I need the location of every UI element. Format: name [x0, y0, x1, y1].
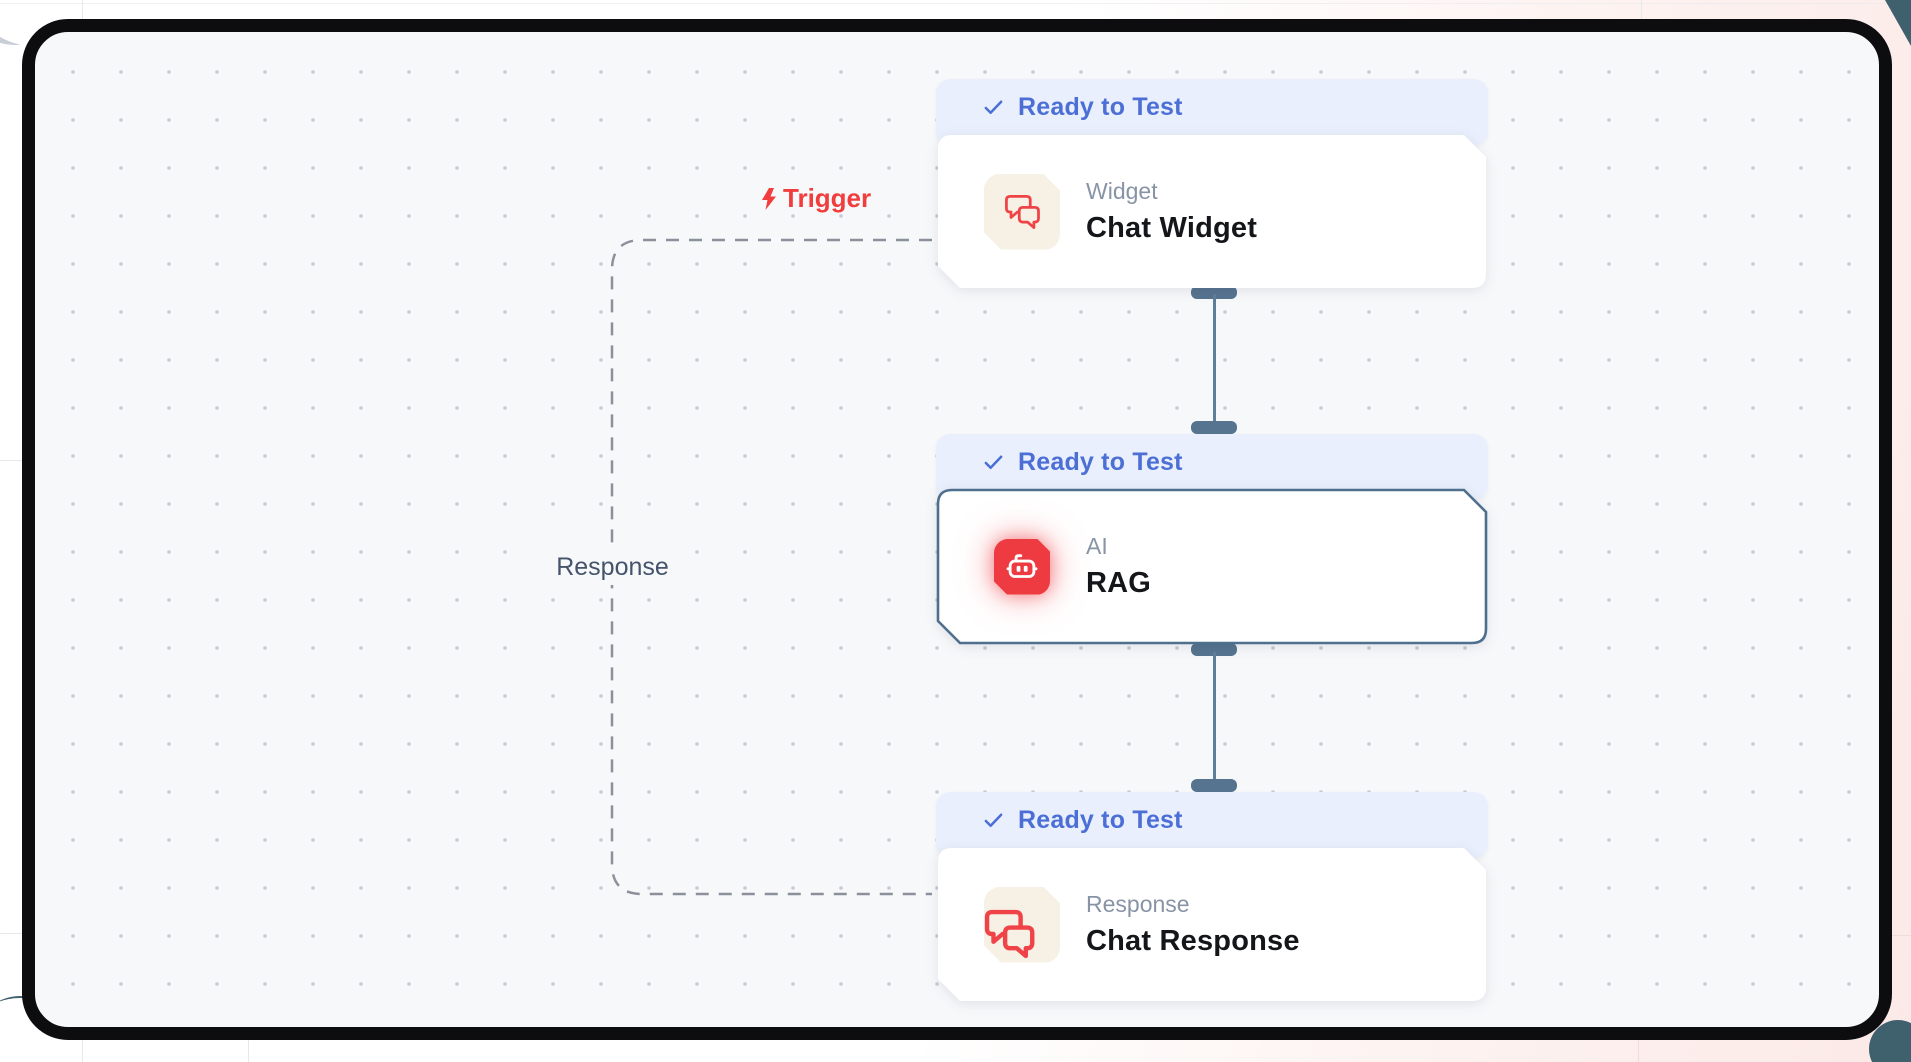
node-status-text: Ready to Test [1018, 447, 1183, 476]
target-handle[interactable] [1191, 779, 1237, 792]
node-card-selected[interactable]: AI RAG [936, 488, 1488, 645]
chat-bubbles-icon [1000, 190, 1044, 234]
background-grid-line [0, 3, 1911, 4]
node-card[interactable]: Response Chat Response [938, 848, 1486, 1001]
source-handle[interactable] [1191, 286, 1237, 299]
check-icon [984, 455, 1003, 469]
check-icon [984, 100, 1003, 114]
node-card[interactable]: Widget Chat Widget [938, 135, 1486, 288]
node-status-text: Ready to Test [1018, 92, 1183, 121]
node-title: RAG [1086, 567, 1152, 599]
node-subtitle: AI [1086, 533, 1108, 559]
connector-edge[interactable] [1213, 294, 1216, 424]
node-card-shape [938, 135, 1486, 288]
node-icon-container [984, 174, 1060, 250]
node-icon-container [984, 887, 1060, 963]
response-loop-edge[interactable] [22, 19, 1892, 1040]
workflow-canvas[interactable]: Trigger Response Ready to Test [35, 32, 1879, 1027]
background-grid-line [1641, 0, 1642, 20]
background-grid-line [82, 0, 83, 20]
node-title: Chat Response [1086, 925, 1300, 957]
response-edge-label[interactable]: Response [545, 550, 680, 585]
node-chat-response[interactable]: Ready to Test Respo [936, 792, 1488, 1001]
robot-icon [1003, 548, 1041, 586]
lightning-icon [762, 187, 776, 210]
background-grid-line [1638, 1040, 1639, 1062]
background-grid-line [1892, 935, 1911, 936]
node-icon-container [994, 539, 1050, 595]
background-grid-line [0, 933, 22, 934]
trigger-edge-label[interactable]: Trigger [758, 183, 871, 214]
source-handle[interactable] [1191, 643, 1237, 656]
check-icon [984, 813, 1003, 827]
background-grid-line [248, 1040, 249, 1062]
node-status-text: Ready to Test [1018, 805, 1183, 834]
target-handle[interactable] [1191, 421, 1237, 434]
node-title: Chat Widget [1086, 212, 1258, 244]
node-subtitle: Response [1086, 891, 1190, 917]
node-chat-widget[interactable]: Ready to Test Widge [936, 79, 1488, 288]
connector-edge[interactable] [1213, 652, 1216, 782]
trigger-edge-label-text: Trigger [783, 183, 872, 213]
node-status-badge: Ready to Test [936, 792, 1488, 858]
chat-bubbles-icon [978, 903, 1040, 965]
node-subtitle: Widget [1086, 178, 1158, 204]
node-card-shape [938, 848, 1486, 1001]
workflow-canvas-frame: Trigger Response Ready to Test [22, 19, 1892, 1040]
node-card-shape [936, 488, 1488, 645]
background-grid-line [0, 460, 22, 461]
page-corner-decoration [1885, 0, 1911, 46]
background-grid-line [82, 1040, 83, 1062]
node-status-badge: Ready to Test [936, 79, 1488, 145]
node-rag[interactable]: Ready to Test [936, 434, 1488, 645]
